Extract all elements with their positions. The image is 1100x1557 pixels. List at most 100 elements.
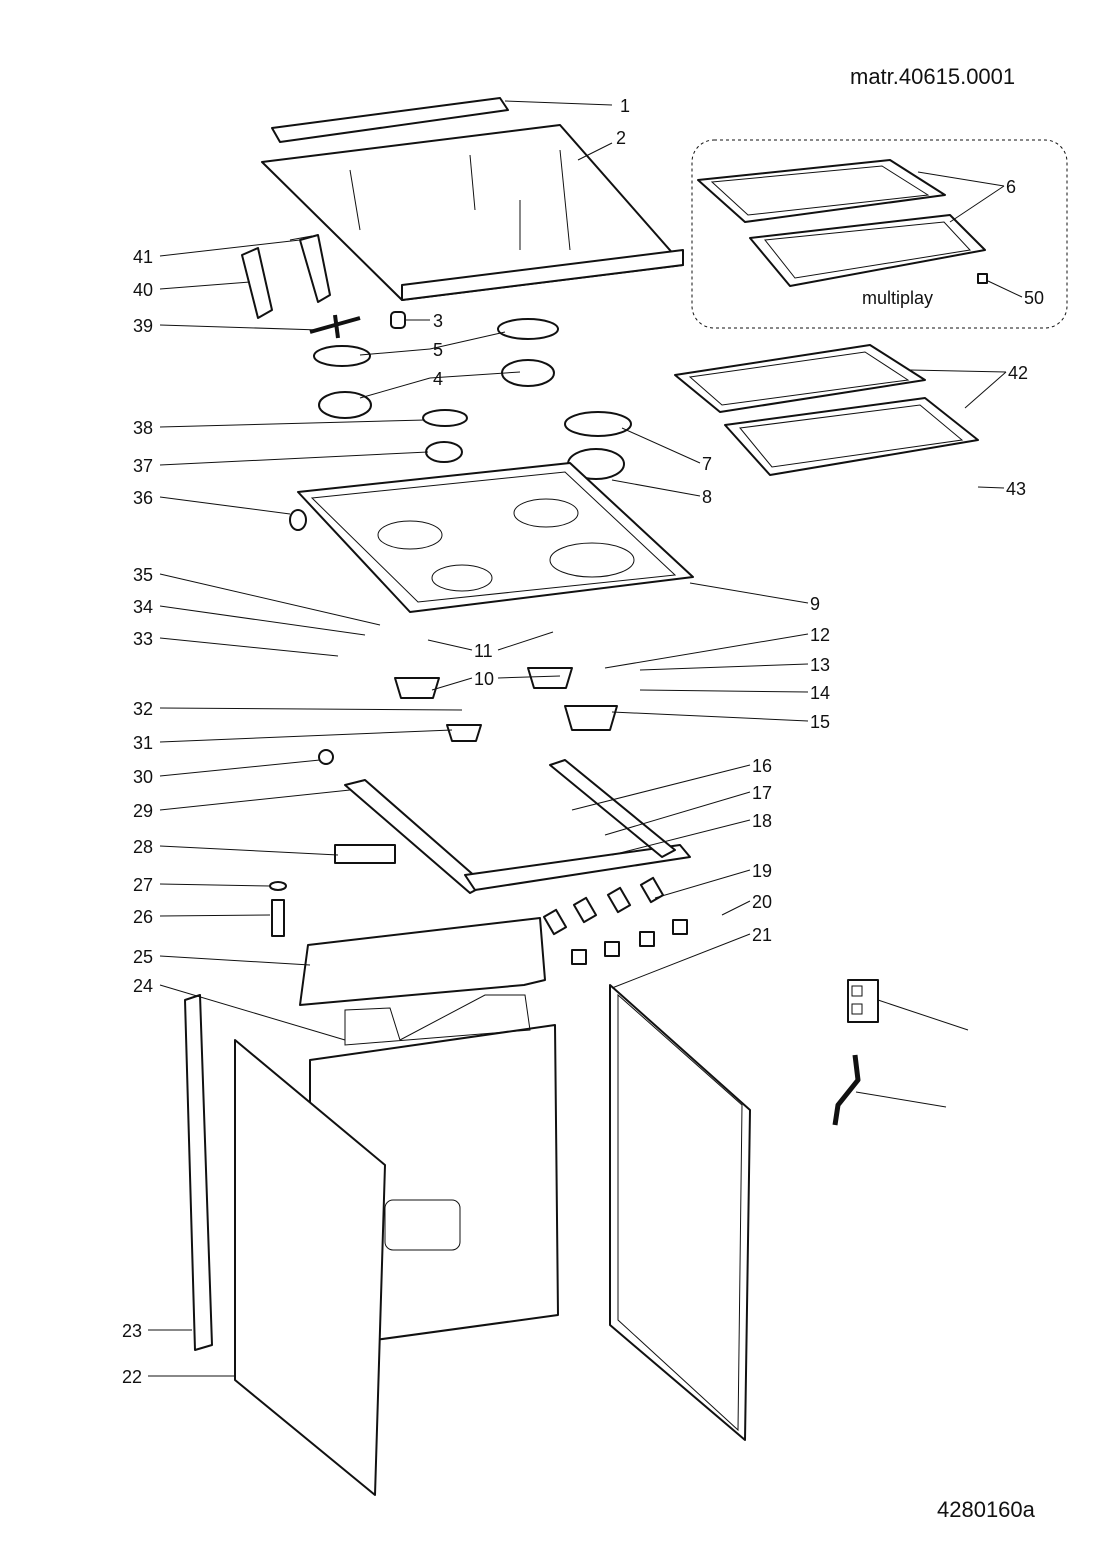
- leader-line-9: [689, 582, 809, 604]
- multiplay-label: multiplay: [862, 288, 933, 308]
- leader-line-19: [654, 869, 751, 899]
- leader-line-8: [611, 479, 701, 497]
- part-number-label-17: 17: [752, 783, 772, 803]
- leader-line-18: [611, 819, 751, 856]
- leader-line-10: [497, 675, 561, 679]
- part-50-clip: [977, 273, 988, 284]
- part-number-label-30: 30: [133, 767, 153, 787]
- part-36-knob: [289, 509, 307, 531]
- leader-line-40: [159, 281, 251, 290]
- part-number-label-38: 38: [133, 418, 153, 438]
- part-number-label-34: 34: [133, 597, 153, 617]
- leader-line-24: [159, 984, 346, 1041]
- part-number-label-1: 1: [620, 96, 630, 116]
- part-42-pan-supports: [674, 344, 979, 476]
- part-number-label-37: 37: [133, 456, 153, 476]
- part-number-label-20: 20: [752, 892, 772, 912]
- part-number-label-5: 5: [433, 340, 443, 360]
- part-number-label-27: 27: [133, 875, 153, 895]
- part-number-label-50: 50: [1024, 288, 1044, 308]
- part-number-label-28: 28: [133, 837, 153, 857]
- leader-line-36: [159, 496, 291, 515]
- part-number-label-26: 26: [133, 907, 153, 927]
- leader-line-60: [877, 999, 969, 1031]
- leader-line-42: [964, 371, 1007, 409]
- part-23-side-strip: [184, 994, 213, 1351]
- leader-line-1: [504, 100, 613, 106]
- part-3-nozzle: [390, 311, 406, 329]
- part-28-ignition-generator: [334, 844, 396, 864]
- part-number-label-4: 4: [433, 369, 443, 389]
- part-2-glass-lid: [261, 124, 684, 301]
- leader-line-31: [159, 729, 453, 743]
- leader-line-17: [604, 791, 751, 836]
- leader-line-39: [159, 324, 321, 331]
- leader-line-25: [159, 955, 311, 966]
- part-number-label-39: 39: [133, 316, 153, 336]
- part-number-label-9: 9: [810, 594, 820, 614]
- part-60-valve: [847, 979, 879, 1023]
- leader-line-27: [159, 883, 271, 887]
- leader-line-6: [917, 171, 1005, 187]
- leader-line-2: [577, 142, 613, 161]
- part-number-label-36: 36: [133, 488, 153, 508]
- part-number-label-12: 12: [810, 625, 830, 645]
- leader-line-4: [429, 371, 521, 379]
- part-61-gas-pipe: [832, 1054, 861, 1126]
- leader-line-38: [159, 419, 426, 428]
- leader-line-32: [159, 707, 463, 711]
- part-number-label-40: 40: [133, 280, 153, 300]
- part-number-label-23: 23: [122, 1321, 142, 1341]
- leader-line-50: [987, 280, 1023, 298]
- part-number-label-11: 11: [474, 641, 493, 661]
- part-number-label-22: 22: [122, 1367, 142, 1387]
- part-39-spider: [309, 314, 361, 339]
- leader-line-10: [431, 677, 473, 691]
- part-number-label-35: 35: [133, 565, 153, 585]
- part-number-label-25: 25: [133, 947, 153, 967]
- leader-line-29: [159, 789, 351, 811]
- part-number-label-18: 18: [752, 811, 772, 831]
- leader-line-13: [639, 663, 809, 671]
- leader-line-5: [359, 348, 431, 356]
- part-number-label-41: 41: [133, 247, 153, 267]
- part-number-label-2: 2: [616, 128, 626, 148]
- leader-line-21: [611, 933, 751, 989]
- leader-line-61: [855, 1091, 947, 1108]
- part-number-label-21: 21: [752, 925, 772, 945]
- leader-line-15: [611, 711, 809, 722]
- leader-line-11: [497, 631, 554, 651]
- leader-line-12: [604, 633, 809, 669]
- part-number-label-32: 32: [133, 699, 153, 719]
- leader-line-35: [159, 573, 381, 626]
- part-number-label-13: 13: [810, 655, 830, 675]
- leader-line-11: [427, 639, 473, 651]
- leader-line-42: [909, 369, 1007, 373]
- part-21-right-side-panel: [609, 984, 751, 1441]
- leader-line-34: [159, 605, 366, 636]
- part-29-gas-rail: [318, 749, 691, 894]
- leader-line-16: [571, 764, 751, 811]
- leader-line-14: [639, 689, 809, 693]
- multiplay-group: multiplay: [691, 139, 1068, 329]
- leader-line-7: [621, 427, 701, 464]
- part-number-label-7: 7: [702, 454, 712, 474]
- leader-line-6: [949, 185, 1005, 223]
- part-number-label-10: 10: [474, 669, 494, 689]
- part-1-rear-strip: [271, 97, 509, 143]
- part-number-label-6: 6: [1006, 177, 1016, 197]
- part-25-control-panel-bracket: [299, 917, 546, 1006]
- leader-line-28: [159, 845, 339, 856]
- leader-line-43: [977, 486, 1005, 489]
- leader-line-41: [159, 239, 301, 257]
- burner-bodies: [394, 667, 618, 742]
- part-number-label-19: 19: [752, 861, 772, 881]
- part-number-label-42: 42: [1008, 363, 1028, 383]
- material-code: matr.40615.0001: [850, 64, 1015, 89]
- leader-line-33: [159, 637, 339, 657]
- leader-line-5: [429, 331, 506, 350]
- burner-caps-and-heads: [313, 318, 632, 480]
- part-19-gas-taps: [542, 876, 688, 965]
- leader-line-30: [159, 759, 321, 777]
